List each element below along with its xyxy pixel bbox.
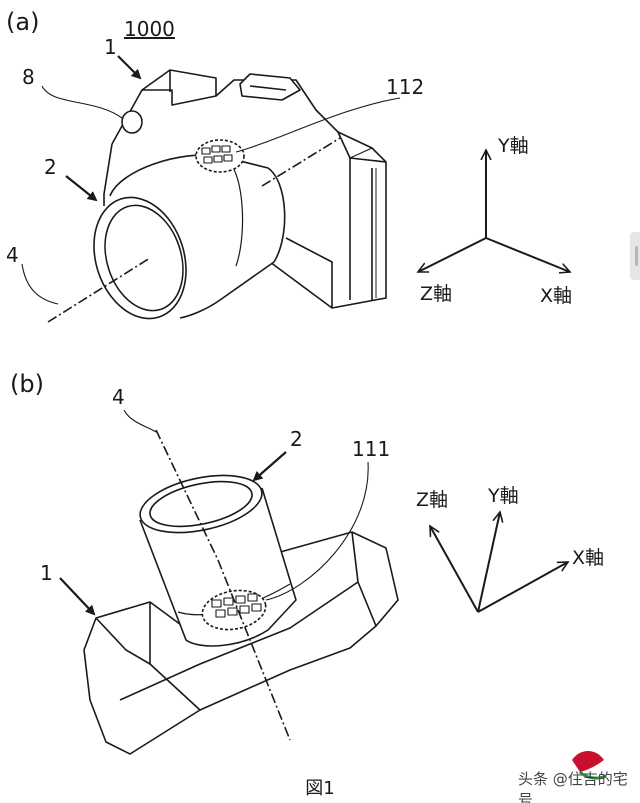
ref-1-b: 1 xyxy=(40,561,53,585)
ref-111: 111 xyxy=(352,437,390,461)
ref-2-b: 2 xyxy=(290,427,303,451)
axis-z-label-a: Z軸 xyxy=(420,283,452,305)
leader-4-b xyxy=(123,409,157,433)
leader-4 xyxy=(21,263,59,305)
sensor-patch-112 xyxy=(195,139,245,173)
side-scroll-tab[interactable] xyxy=(630,232,640,280)
watermark-text: 头条 @住吉的宅号 xyxy=(518,770,628,803)
ref-1-a: 1 xyxy=(104,35,117,59)
axis-z-label-b: Z軸 xyxy=(416,489,448,511)
panel-a xyxy=(21,55,570,323)
leader-1 xyxy=(117,55,142,80)
sensor-patch-111 xyxy=(201,589,267,631)
ref-4-b: 4 xyxy=(112,385,125,409)
axis-x-label-b: X軸 xyxy=(572,547,604,569)
leader-8 xyxy=(41,85,123,119)
ref-112: 112 xyxy=(386,75,424,99)
watermark-logo xyxy=(572,751,607,780)
lens-barrel xyxy=(93,154,286,320)
leader-1-b xyxy=(59,577,96,616)
ref-2-a: 2 xyxy=(44,155,57,179)
axes-triad-a xyxy=(418,150,570,272)
optical-axis-b xyxy=(155,429,291,741)
leader-2-b xyxy=(252,451,287,482)
panel-b xyxy=(59,409,568,755)
optical-axis-a xyxy=(47,257,151,323)
leader-111 xyxy=(265,461,369,601)
leader-112 xyxy=(235,97,401,153)
ref-4-a: 4 xyxy=(6,243,19,267)
figure-caption: 図1 xyxy=(305,778,335,799)
ref-8-a: 8 xyxy=(22,65,35,89)
panel-a-label: (a) xyxy=(6,8,39,36)
axis-x-label-a: X軸 xyxy=(540,285,572,307)
optical-axis-a-rear xyxy=(261,137,341,187)
axis-y-label-a: Y軸 xyxy=(497,135,529,157)
axis-y-label-b: Y軸 xyxy=(487,485,519,507)
axes-triad-b xyxy=(429,512,568,613)
leader-2 xyxy=(65,175,98,202)
panel-b-label: (b) xyxy=(10,370,44,398)
figure-title-number: 1000 xyxy=(124,17,175,41)
